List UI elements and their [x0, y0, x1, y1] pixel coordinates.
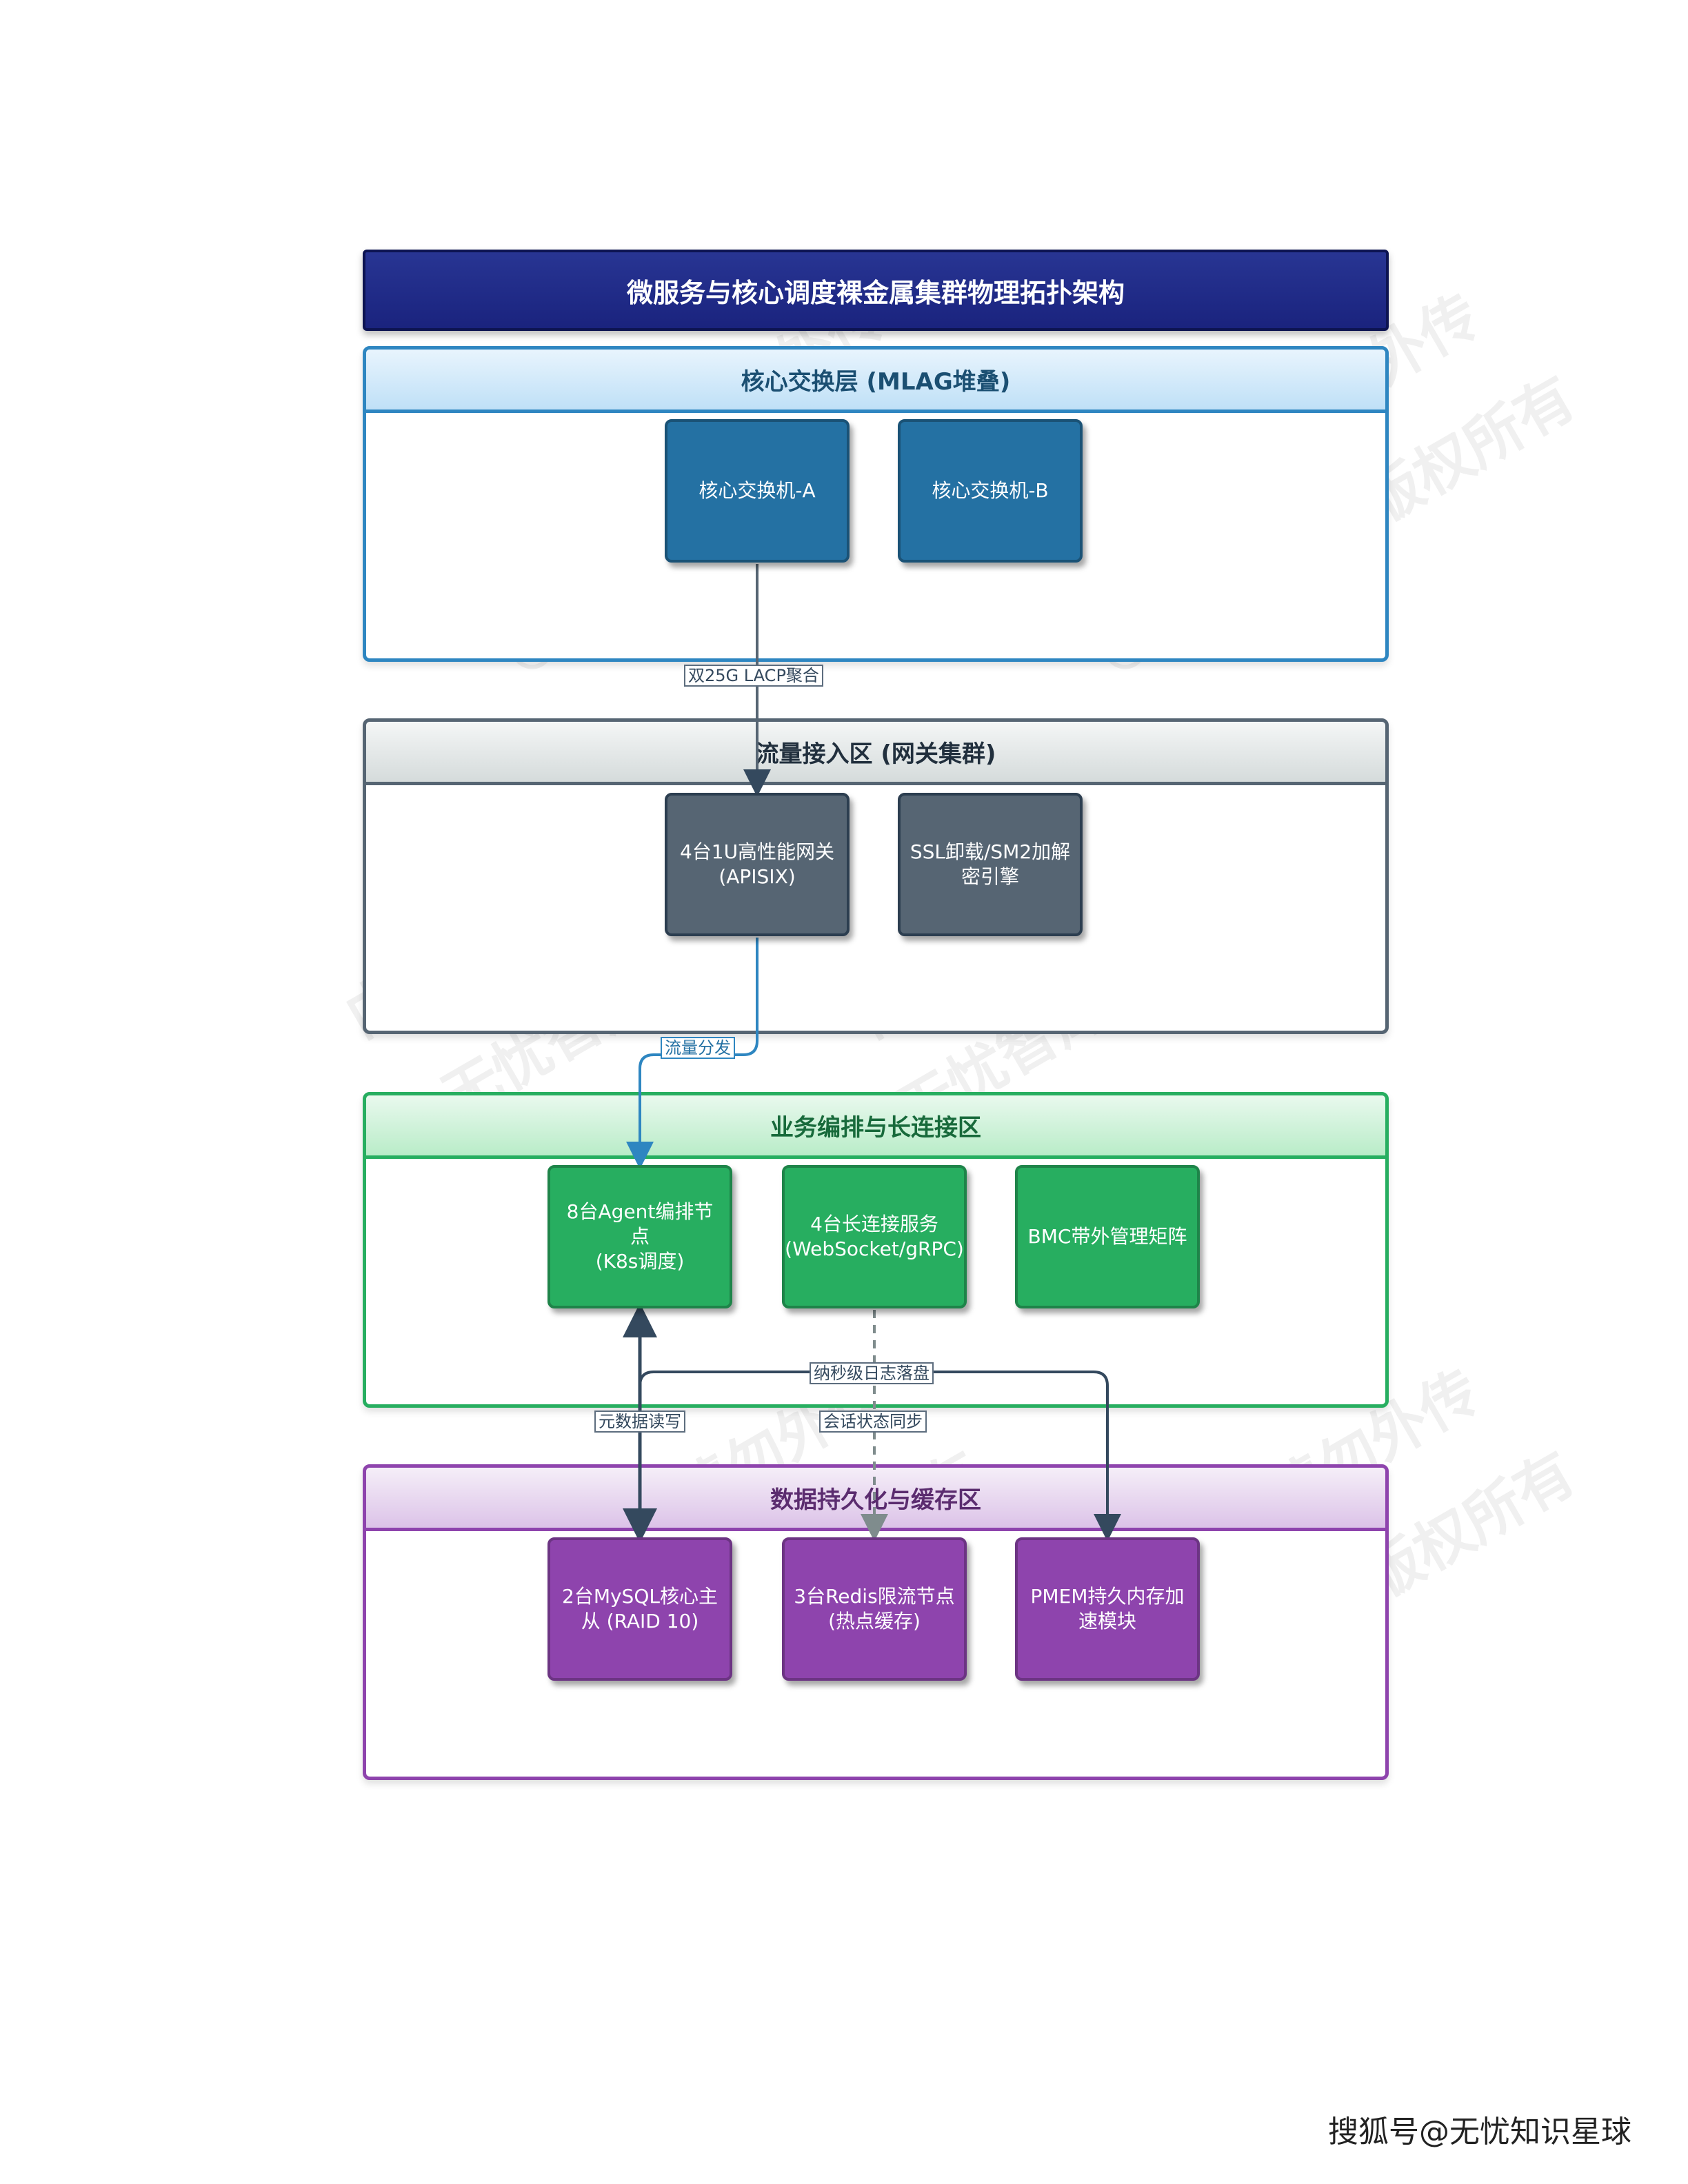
zone-header: 流量接入区 (网关集群) [366, 722, 1385, 785]
node-core-switch-b[interactable]: 核心交换机-B [898, 419, 1083, 563]
edge-label-log: 纳秒级日志落盘 [810, 1362, 934, 1384]
diagram-title: 微服务与核心调度裸金属集群物理拓扑架构 [363, 250, 1389, 331]
edge-label-lacp: 双25G LACP聚合 [684, 665, 823, 687]
node-bmc[interactable]: BMC带外管理矩阵 [1015, 1165, 1200, 1308]
zone-traffic-access: 流量接入区 (网关集群) [363, 718, 1389, 1034]
node-agent[interactable]: 8台Agent编排节点 (K8s调度) [547, 1165, 732, 1308]
node-mysql[interactable]: 2台MySQL核心主 从 (RAID 10) [547, 1537, 732, 1681]
node-redis[interactable]: 3台Redis限流节点 (热点缓存) [782, 1537, 967, 1681]
edge-label-traffic: 流量分发 [661, 1037, 735, 1059]
node-pmem[interactable]: PMEM持久内存加 速模块 [1015, 1537, 1200, 1681]
node-core-switch-a[interactable]: 核心交换机-A [665, 419, 850, 563]
node-long-connection[interactable]: 4台长连接服务 (WebSocket/gRPC) [782, 1165, 967, 1308]
edge-log [639, 1371, 1121, 1541]
edge-label-session: 会话状态同步 [819, 1410, 927, 1433]
footer-credit: 搜狐号@无忧知识星球 [1328, 2114, 1631, 2150]
zone-header: 业务编排与长连接区 [366, 1095, 1385, 1159]
zone-header: 核心交换层 (MLAG堆叠) [366, 350, 1385, 413]
node-gateway[interactable]: 4台1U高性能网关 (APISIX) [665, 793, 850, 936]
edge-label-metadata: 元数据读写 [594, 1410, 685, 1433]
node-ssl-engine[interactable]: SSL卸载/SM2加解 密引擎 [898, 793, 1083, 936]
zone-core-switch: 核心交换层 (MLAG堆叠) [363, 346, 1389, 662]
